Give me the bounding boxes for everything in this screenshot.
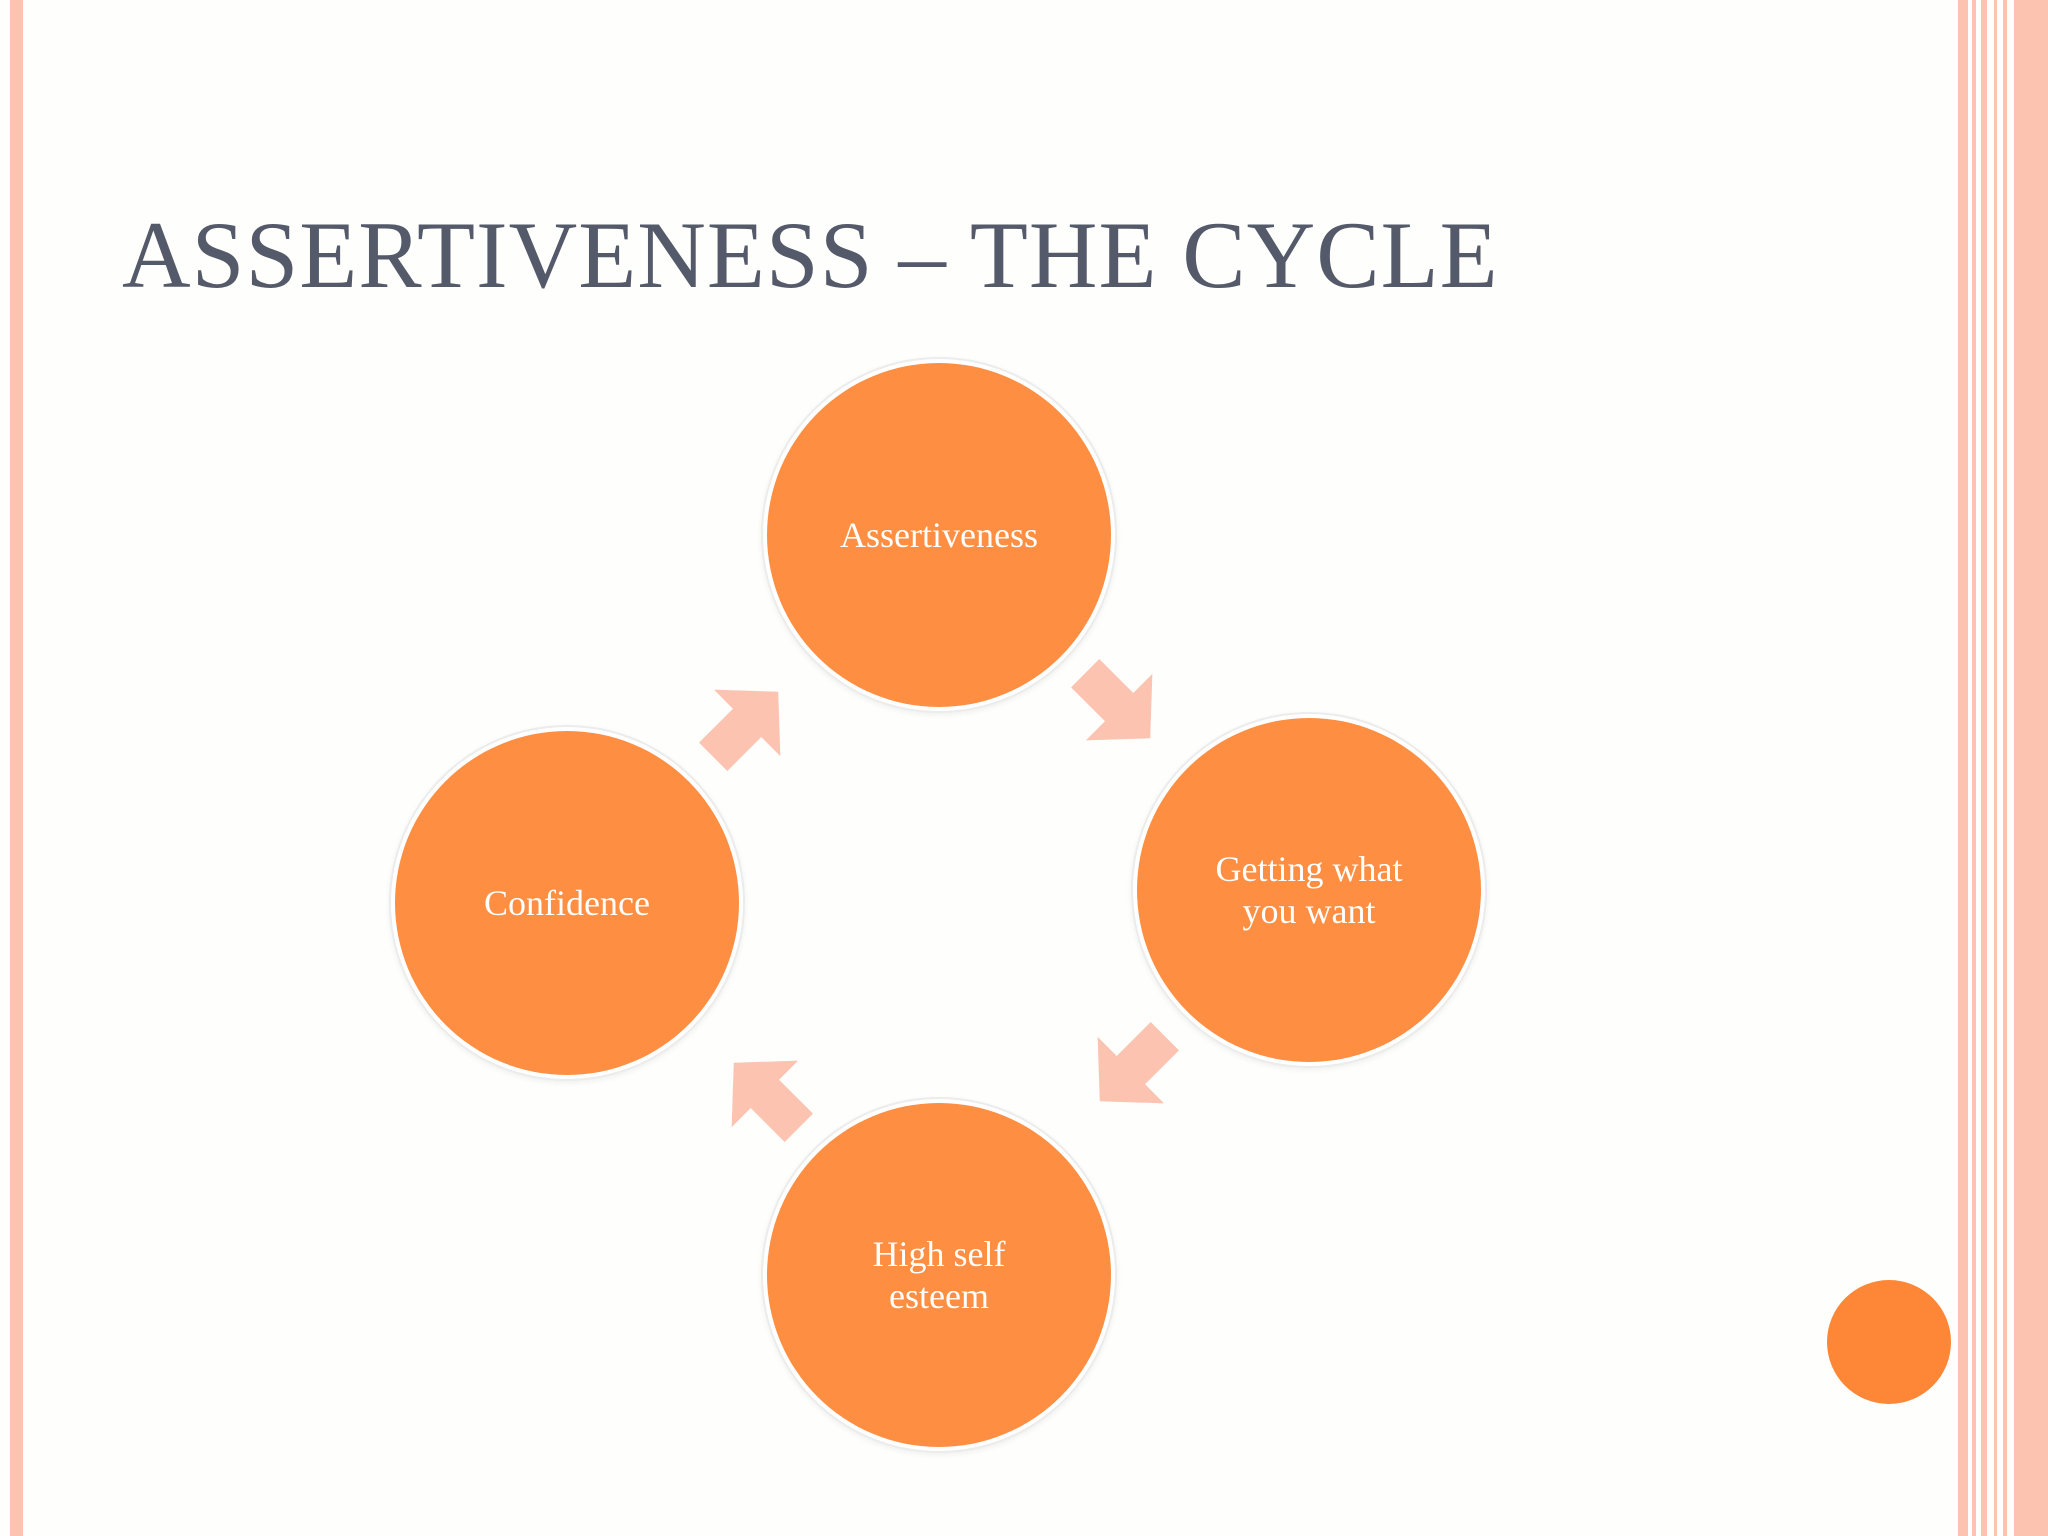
cycle-arrow-icon (1039, 627, 1195, 783)
right-border-stripe-6 (2014, 0, 2048, 1536)
cycle-node-label: Confidence (484, 883, 650, 923)
cycle-arrow-icon (667, 647, 823, 803)
left-border-bar (10, 0, 23, 1536)
right-border-stripe-4 (1994, 0, 1997, 1536)
cycle-node-label: Getting what you want (1215, 849, 1403, 931)
cycle-node-high-self-esteem: High self esteem (767, 1103, 1111, 1447)
cycle-node-assertiveness: Assertiveness (767, 363, 1111, 707)
cycle-arrow-icon (1055, 990, 1211, 1146)
cycle-arrow-icon (689, 1018, 845, 1174)
cycle-node-label: High self esteem (872, 1234, 1006, 1316)
right-border-stripe-2 (1972, 0, 1976, 1536)
right-border-stripe-1 (1958, 0, 1968, 1536)
right-border-stripe-3 (1981, 0, 1987, 1536)
right-border-stripe-5 (2003, 0, 2007, 1536)
cycle-node-label: Assertiveness (840, 515, 1038, 555)
cycle-node-getting-what-you-want: Getting what you want (1137, 718, 1481, 1062)
cycle-node-confidence: Confidence (395, 731, 739, 1075)
slide-title: ASSERTIVENESS – THE CYCLE (122, 202, 1499, 308)
decorative-circle-icon (1827, 1280, 1951, 1404)
